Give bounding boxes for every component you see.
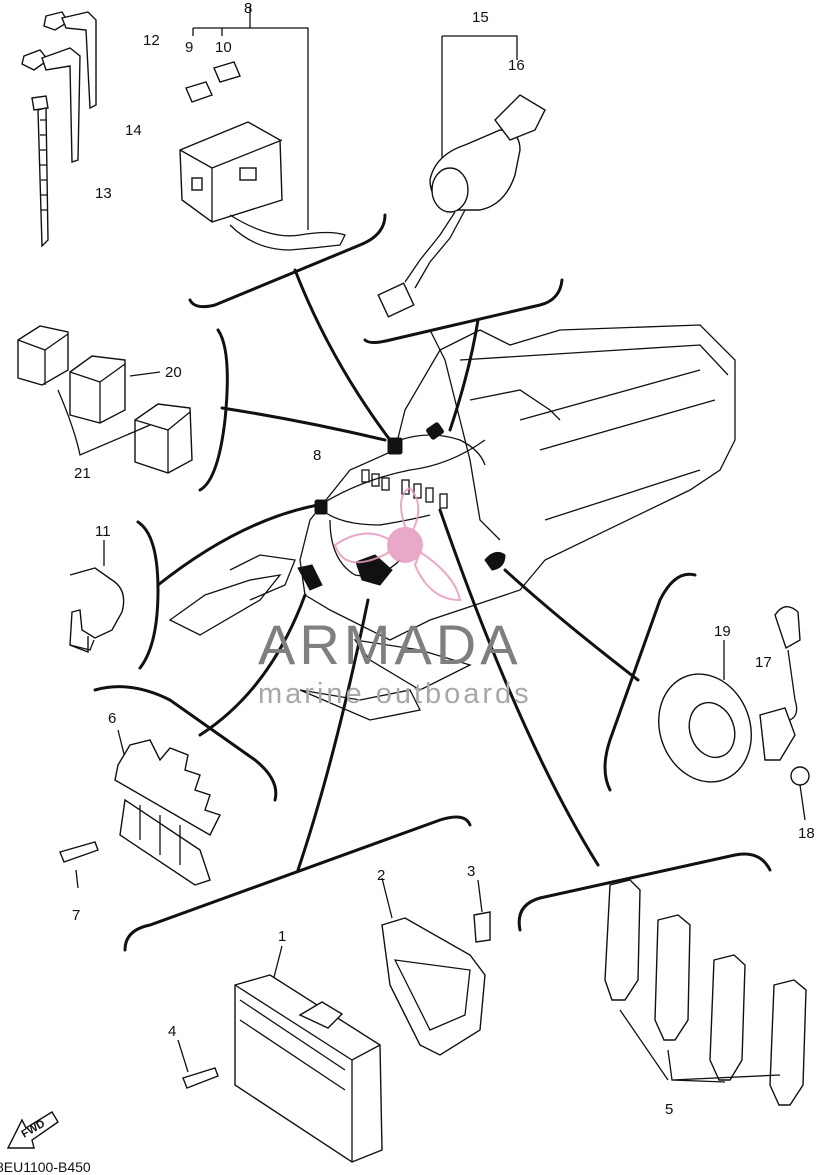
sensor-assembly xyxy=(658,606,810,821)
part-label-12: 12 xyxy=(143,32,160,49)
part-label-11: 11 xyxy=(95,523,111,540)
part-label-15: 15 xyxy=(472,9,489,26)
part-label-8b: 8 xyxy=(313,447,321,464)
part-label-14: 14 xyxy=(125,122,142,139)
part-label-20: 20 xyxy=(165,364,182,381)
part-label-18: 18 xyxy=(798,825,815,842)
part-label-3: 3 xyxy=(467,863,475,880)
part-label-2: 2 xyxy=(377,867,385,884)
fuse-box xyxy=(179,6,346,251)
part-number-labels: 12 14 13 8 9 10 15 16 20 21 8 11 19 17 1… xyxy=(72,0,815,1118)
part-label-21: 21 xyxy=(74,465,91,482)
rectifier xyxy=(59,729,221,889)
relays xyxy=(17,325,193,474)
part-label-16: 16 xyxy=(508,57,525,74)
cable-tie-parts xyxy=(21,11,97,248)
ecu-assembly xyxy=(177,877,491,1163)
part-label-9: 9 xyxy=(185,39,193,56)
diagram-code: 8EU1100-B450 xyxy=(0,1159,91,1175)
part-label-1: 1 xyxy=(278,928,286,945)
part-label-10: 10 xyxy=(215,39,232,56)
watermark-title: ARMADA xyxy=(258,613,522,676)
part-label-5: 5 xyxy=(665,1101,673,1118)
part-label-8: 8 xyxy=(244,0,252,17)
main-switch xyxy=(377,35,546,318)
fwd-arrow-icon xyxy=(6,1111,59,1149)
part-label-19: 19 xyxy=(714,623,731,640)
part-label-17: 17 xyxy=(755,654,772,671)
callout-frames xyxy=(93,213,772,952)
part-label-7: 7 xyxy=(72,907,80,924)
part-label-4: 4 xyxy=(168,1023,176,1040)
clamp xyxy=(69,540,125,654)
engine-body xyxy=(168,324,736,721)
watermark-subtitle: marine outboards xyxy=(258,678,532,710)
ignition-coils xyxy=(604,879,807,1106)
armada-logo xyxy=(333,486,462,602)
part-label-6: 6 xyxy=(108,710,116,727)
part-label-13: 13 xyxy=(95,185,112,202)
